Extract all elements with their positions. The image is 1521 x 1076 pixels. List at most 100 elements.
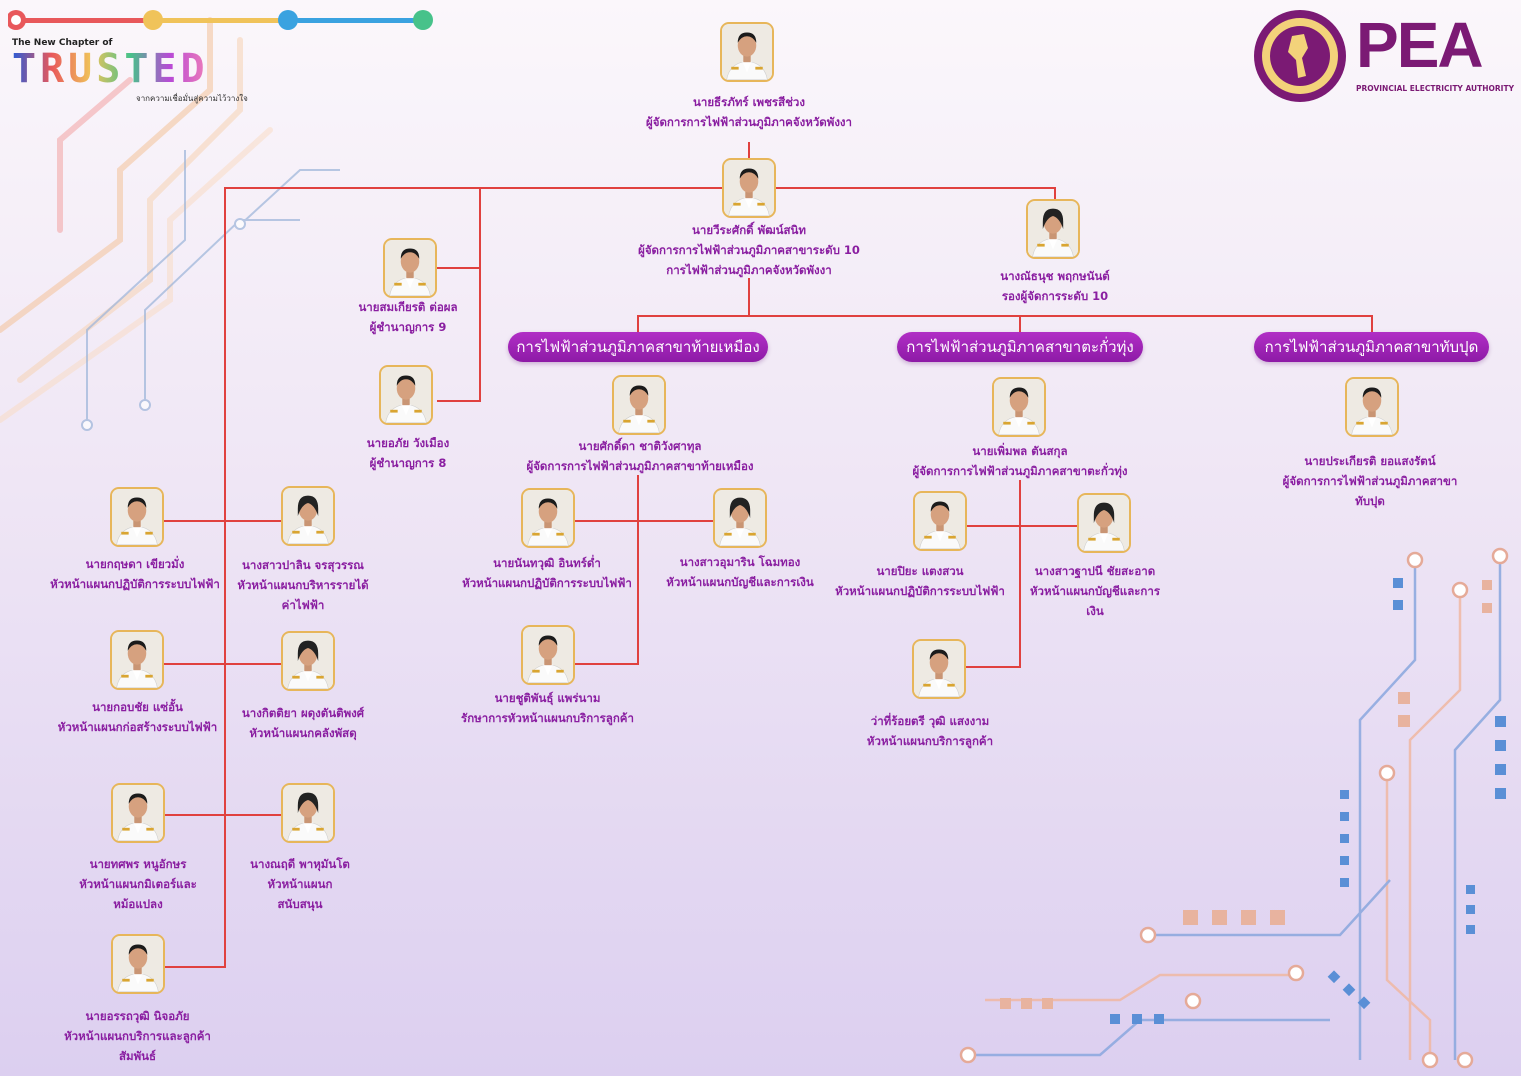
person-title-2: สนับสนุน (277, 897, 323, 911)
portrait-photo-r3 (281, 783, 335, 843)
portrait-photo-r1 (281, 486, 335, 546)
portrait-photo-b2-left (913, 491, 967, 551)
portrait-photo-top (720, 22, 774, 82)
person-name: นายชูติพันธุ์ แพร่นาม (494, 691, 601, 705)
node-manager: นายวีระศักดิ์ พัฒน์สนิท ผู้จัดการการไฟฟ้… (620, 220, 878, 280)
person-title: หัวหน้าแผนกบัญชีและการเงิน (666, 575, 814, 589)
portrait-photo-b1-head (612, 375, 666, 435)
portrait-photo-b3-head (1345, 377, 1399, 437)
person-title: หัวหน้าแผนกบริการลูกค้า (866, 734, 994, 748)
node-b1-left: นายนันทวุฒิ อินทร์ด่ำ หัวหน้าแผนกปฏิบัติ… (457, 553, 637, 593)
person-title-2: สัมพันธ์ (118, 1049, 157, 1063)
person-title: หัวหน้าแผนกปฏิบัติการระบบไฟฟ้า (462, 576, 632, 590)
person-title-2: ค่าไฟฟ้า (281, 598, 325, 612)
node-r3: นางณฤดี พาหุมันโต หัวหน้าแผนก สนับสนุน (240, 854, 360, 914)
node-b1-head: นายศักดิ์ดา ชาติวังศาทุล ผู้จัดการการไฟฟ… (520, 436, 760, 476)
node-b2-head: นายเพิ่มพล ตันสกุล ผู้จัดการการไฟฟ้าส่วน… (905, 441, 1135, 481)
person-title: ผู้จัดการการไฟฟ้าส่วนภูมิภาคสาขาระดับ 10 (638, 243, 860, 257)
portrait-photo-b2-head (992, 377, 1046, 437)
person-title: รักษาการหัวหน้าแผนกบริการลูกค้า (461, 711, 634, 725)
person-title: รองผู้จัดการระดับ 10 (1001, 289, 1109, 303)
person-title: หัวหน้าแผนกปฏิบัติการระบบไฟฟ้า (835, 584, 1005, 598)
node-l1: นายกฤษดา เขียวมั่ง หัวหน้าแผนกปฏิบัติการ… (40, 554, 230, 594)
node-top: นายธีรภัทร์ เพชรสีช่วง ผู้จัดการการไฟฟ้า… (620, 92, 878, 132)
person-name: นายนันทวุฒิ อินทร์ด่ำ (493, 556, 601, 570)
person-name: ว่าที่ร้อยตรี วุฒิ แสงงาม (870, 714, 990, 728)
portrait-photo-expert9 (383, 238, 437, 298)
person-name: นายประเกียรติ ยอแสงรัตน์ (1304, 454, 1436, 468)
node-deputy: นางณัธนุช พฤกษนันต์ รองผู้จัดการระดับ 10 (960, 266, 1150, 306)
person-title-2: เงิน (1086, 604, 1104, 618)
person-title: ผู้ชำนาญการ 9 (369, 320, 447, 334)
portrait-photo-l2 (110, 630, 164, 690)
person-name: นายอภัย วังเมือง (366, 436, 450, 450)
person-name: นางสาวปาลิน จรสุวรรณ (242, 558, 364, 572)
person-name: นายศักดิ์ดา ชาติวังศาทุล (578, 439, 702, 453)
portrait-photo-expert8 (379, 365, 433, 425)
portrait-photo-b2-right (1077, 493, 1131, 553)
person-name: นางณฤดี พาหุมันโต (250, 857, 350, 871)
person-name: นายวีระศักดิ์ พัฒน์สนิท (692, 223, 806, 237)
node-b2-left: นายปิยะ แตงสวน หัวหน้าแผนกปฏิบัติการระบบ… (830, 561, 1010, 601)
node-l3: นายทศพร หนูอักษร หัวหน้าแผนกมิเตอร์และ ห… (58, 854, 218, 914)
node-b2-bottom: ว่าที่ร้อยตรี วุฒิ แสงงาม หัวหน้าแผนกบริ… (855, 711, 1005, 751)
person-title: ผู้ชำนาญการ 8 (369, 456, 447, 470)
portrait-photo-b1-right (713, 488, 767, 548)
branch-pill-takuathung: การไฟฟ้าส่วนภูมิภาคสาขาตะกั่วทุ่ง (897, 332, 1143, 362)
portrait-photo-deputy (1026, 199, 1080, 259)
portrait-photo-l4 (111, 934, 165, 994)
person-title: หัวหน้าแผนก (267, 877, 333, 891)
portrait-photo-b1-left (521, 488, 575, 548)
node-b1-bottom: นายชูติพันธุ์ แพร่นาม รักษาการหัวหน้าแผน… (455, 688, 640, 728)
portrait-photo-b2-bottom (912, 639, 966, 699)
tagline-top: The New Chapter of (12, 38, 113, 48)
person-name: นายธีรภัทร์ เพชรสีช่วง (693, 95, 805, 109)
person-title: หัวหน้าแผนกบริการและลูกค้า (64, 1029, 211, 1043)
portrait-photo-r2 (281, 631, 335, 691)
pea-wordmark: PEA (1356, 9, 1484, 81)
portrait-photo-l1 (110, 487, 164, 547)
node-b1-right: นางสาวอุมาริน โฉมทอง หัวหน้าแผนกบัญชีและ… (660, 552, 820, 592)
pea-seal-icon (1254, 10, 1346, 102)
person-title: หัวหน้าแผนกคลังพัสดุ (249, 726, 357, 740)
person-name: นายกอบชัย แซ่อั้น (92, 700, 183, 714)
person-name: นายสมเกียรติ ต่อผล (358, 300, 458, 314)
person-name: นางกิตติยา ผดุงตันติพงศ์ (241, 706, 365, 720)
node-expert8: นายอภัย วังเมือง ผู้ชำนาญการ 8 (330, 433, 486, 473)
tagline-bottom: จากความเชื่อมั่นสู่ความไว้วางใจ (136, 94, 248, 103)
portrait-photo-l3 (111, 783, 165, 843)
person-title: ผู้จัดการการไฟฟ้าส่วนภูมิภาคจังหวัดพังงา (645, 115, 853, 129)
portrait-photo-manager (722, 158, 776, 218)
branch-pill-thaimuang: การไฟฟ้าส่วนภูมิภาคสาขาท้ายเหมือง (508, 332, 768, 362)
pea-fullname: PROVINCIAL ELECTRICITY AUTHORITY (1356, 84, 1515, 93)
person-title-2: ทับปุด (1355, 494, 1385, 508)
trusted-logo: The New Chapter of TRUSTED จากความเชื่อม… (8, 8, 438, 108)
person-name: นางณัธนุช พฤกษนันต์ (1000, 269, 1110, 283)
branch-pill-thapput: การไฟฟ้าส่วนภูมิภาคสาขาทับปุด (1254, 332, 1489, 362)
person-title: หัวหน้าแผนกมิเตอร์และ (79, 877, 197, 891)
person-name: นายปิยะ แตงสวน (876, 564, 964, 578)
person-name: นายกฤษดา เขียวมั่ง (85, 557, 185, 571)
node-l4: นายอรรถวุฒิ นิจอภัย หัวหน้าแผนกบริการและ… (45, 1006, 230, 1066)
progress-line-graphic (8, 10, 433, 30)
person-title: หัวหน้าแผนกบริหารรายได้ (237, 578, 369, 592)
person-title: ผู้จัดการการไฟฟ้าส่วนภูมิภาคสาขาท้ายเหมื… (526, 459, 754, 473)
person-name: นางสาวอุมาริน โฉมทอง (679, 555, 801, 569)
portrait-photo-b1-bottom (521, 625, 575, 685)
person-name: นายทศพร หนูอักษร (89, 857, 187, 871)
pea-logo: PEA PROVINCIAL ELECTRICITY AUTHORITY (1252, 8, 1517, 108)
node-b3-head: นายประเกียรติ ยอแสงรัตน์ ผู้จัดการการไฟฟ… (1270, 451, 1470, 511)
person-title: หัวหน้าแผนกก่อสร้างระบบไฟฟ้า (57, 720, 218, 734)
node-l2: นายกอบชัย แซ่อั้น หัวหน้าแผนกก่อสร้างระบ… (50, 697, 225, 737)
node-r1: นางสาวปาลิน จรสุวรรณ หัวหน้าแผนกบริหารรา… (228, 555, 378, 615)
person-name: นางสาวฐาปนี ชัยสะอาด (1034, 564, 1156, 578)
person-name: นายอรรถวุฒิ นิจอภัย (85, 1009, 190, 1023)
person-name: นายเพิ่มพล ตันสกุล (972, 444, 1068, 458)
node-b2-right: นางสาวฐาปนี ชัยสะอาด หัวหน้าแผนกบัญชีและ… (1025, 561, 1165, 621)
person-title-2: หม้อแปลง (113, 897, 163, 911)
node-r2: นางกิตติยา ผดุงตันติพงศ์ หัวหน้าแผนกคลัง… (228, 703, 378, 743)
person-title: ผู้จัดการการไฟฟ้าส่วนภูมิภาคสาขา (1282, 474, 1458, 488)
person-title: หัวหน้าแผนกปฏิบัติการระบบไฟฟ้า (50, 577, 220, 591)
person-title: ผู้จัดการการไฟฟ้าส่วนภูมิภาคสาขาตะกั่วทุ… (912, 464, 1128, 478)
